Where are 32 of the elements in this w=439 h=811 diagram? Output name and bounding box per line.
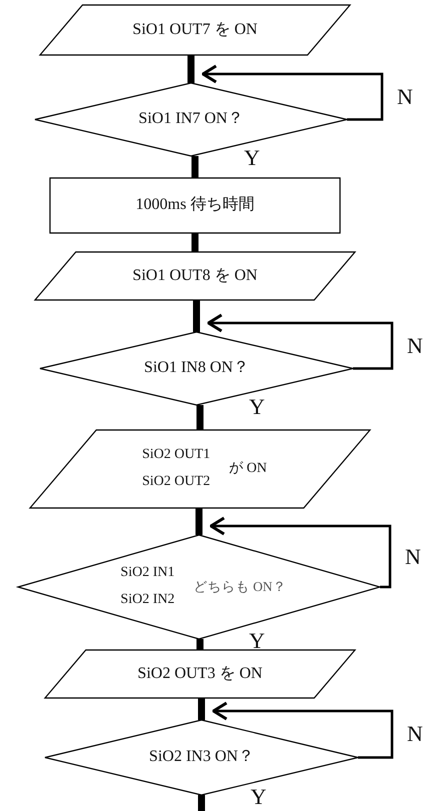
arrow (207, 314, 394, 370)
edge-label: N (406, 334, 424, 357)
edge-label: Y (250, 786, 268, 808)
arrow (210, 516, 392, 588)
connector-line (196, 508, 202, 535)
connector-line (198, 698, 205, 720)
connector-line (193, 300, 200, 332)
step-text: SiO2 OUT3 を ON (138, 664, 262, 684)
connector-line (196, 639, 204, 650)
edge-label: N (396, 86, 414, 108)
connector-line (192, 156, 198, 178)
step-text: SiO1 OUT8 を ON (132, 266, 258, 286)
step-text: SiO2 OUT1 SiO2 OUT2 (141, 446, 212, 491)
arrow (212, 702, 394, 759)
connector-line (196, 405, 204, 430)
connector-line (198, 795, 205, 811)
step-text: SiO2 IN3 ON？ (149, 747, 254, 768)
edge-label: Y (248, 396, 266, 418)
step-text: SiO2 IN1 SiO2 IN2 (120, 564, 176, 609)
connector-line (188, 55, 194, 83)
step-text: SiO1 OUT7 を ON (132, 20, 258, 40)
step-text: 1000ms 待ち時間 (136, 194, 254, 216)
edge-label: Y (248, 630, 266, 652)
arrow (202, 64, 384, 121)
step-text: SiO1 IN7 ON？ (138, 109, 244, 130)
connector-line (192, 233, 198, 252)
step-text: が ON (229, 460, 267, 478)
edge-label: N (406, 723, 424, 746)
step-text: どちらも ON？ (194, 578, 286, 596)
edge-label: Y (243, 147, 261, 169)
step-text: SiO1 IN8 ON？ (144, 358, 249, 378)
edge-label: N (404, 546, 422, 568)
